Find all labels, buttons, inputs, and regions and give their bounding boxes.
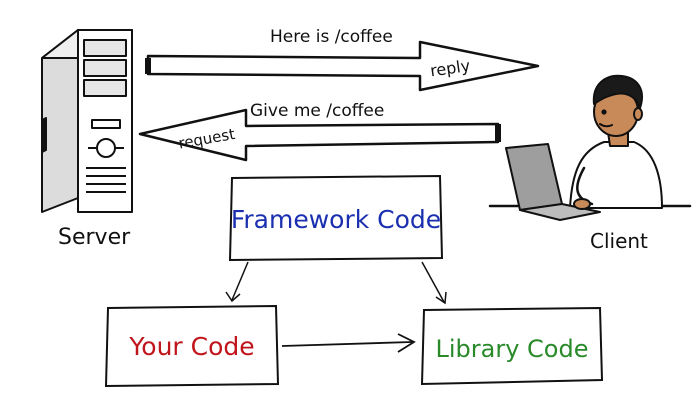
server-icon [41, 29, 133, 213]
request-arrow-text: Give me /coffee [250, 101, 384, 121]
your-code-to-library-arrow [281, 333, 416, 353]
reply-arrow-text: Here is /coffee [270, 27, 393, 47]
your-code-label: Your Code [128, 332, 254, 361]
library-code-label: Library Code [436, 335, 589, 363]
your-code-box [104, 304, 280, 388]
framework-to-your-code-arrow [225, 261, 249, 303]
server-label: Server [58, 225, 131, 250]
request-arrow [138, 108, 501, 162]
framework-code-label: Framework Code [231, 205, 441, 234]
framework-to-library-arrow [421, 261, 447, 305]
client-label: Client [590, 229, 648, 253]
reply-arrow [145, 40, 540, 92]
framework-code-box [228, 174, 444, 262]
library-code-box [420, 306, 604, 386]
client-person-icon [488, 74, 692, 221]
